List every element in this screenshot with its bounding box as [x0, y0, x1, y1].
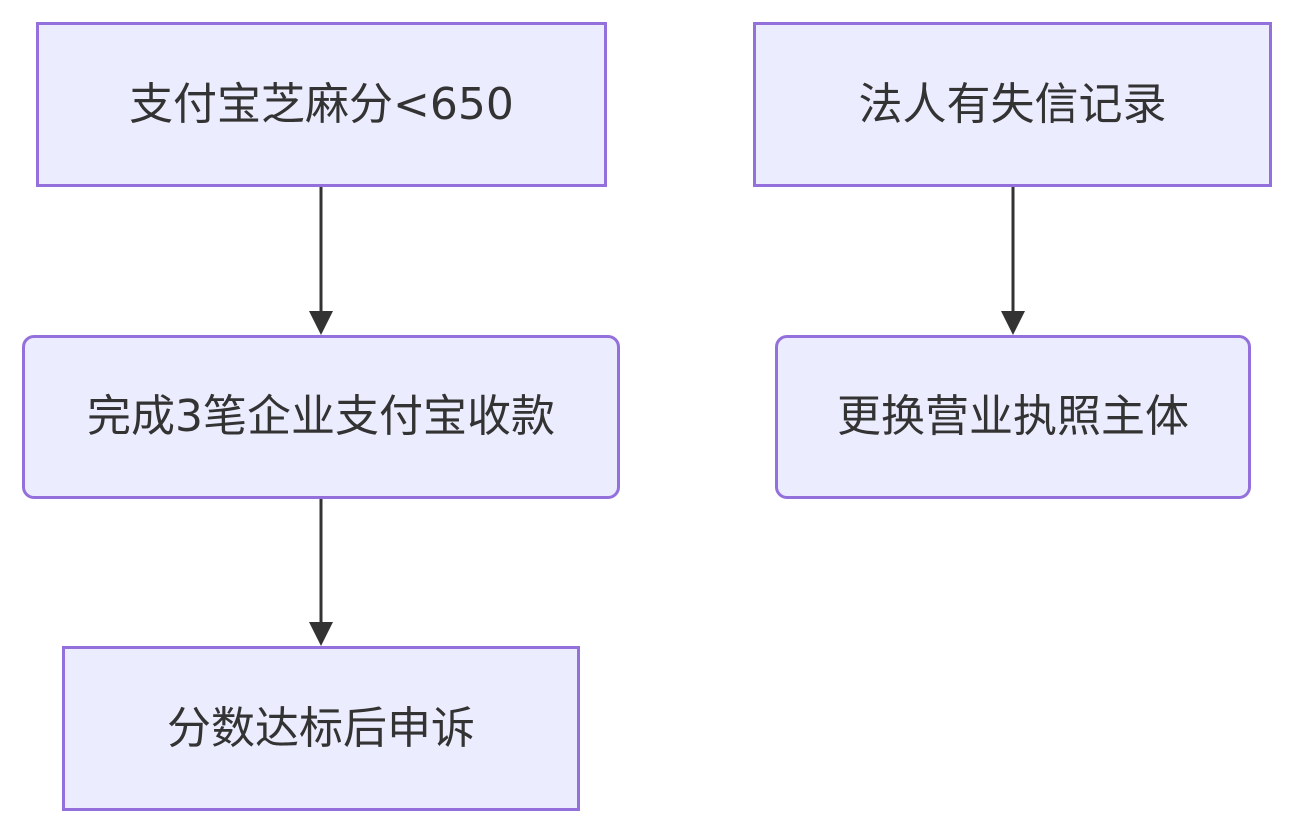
node-appeal-after-score-met: 分数达标后申诉	[62, 646, 580, 811]
node-label: 支付宝芝麻分<650	[129, 78, 514, 130]
node-label: 分数达标后申诉	[167, 702, 475, 754]
node-label: 完成3笔企业支付宝收款	[87, 391, 555, 442]
arrowhead-n2	[309, 311, 333, 335]
edge-n4-n5	[1001, 187, 1025, 335]
arrowhead-n5	[1001, 311, 1025, 335]
node-sesame-score-low: 支付宝芝麻分<650	[36, 22, 607, 187]
arrowhead-n3	[309, 622, 333, 646]
node-legal-rep-dishonest-record: 法人有失信记录	[753, 22, 1272, 187]
edge-n2-n3	[309, 499, 333, 646]
node-label: 更换营业执照主体	[837, 391, 1189, 442]
edge-n1-n2	[309, 187, 333, 335]
node-label: 法人有失信记录	[858, 78, 1167, 130]
node-complete-3-payments: 完成3笔企业支付宝收款	[22, 335, 620, 499]
node-change-business-license-entity: 更换营业执照主体	[775, 335, 1251, 499]
